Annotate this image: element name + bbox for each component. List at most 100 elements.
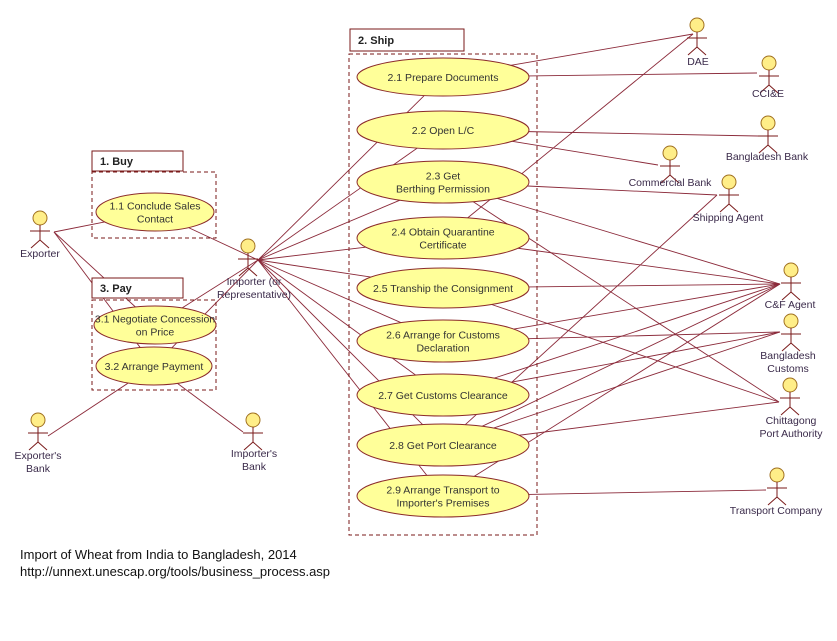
- use-case-label: 2.4 Obtain Quarantine: [391, 227, 494, 239]
- stick-figure-icon: [28, 412, 48, 451]
- actor-label: CCI&E: [752, 88, 784, 100]
- actor-transport_company[interactable]: Transport Company: [730, 467, 823, 517]
- use-case-ellipse[interactable]: [356, 110, 530, 150]
- use-case-ellipse[interactable]: [356, 474, 530, 518]
- use-case-ellipse[interactable]: [356, 160, 530, 204]
- association-exporter-uc11: [53, 221, 105, 233]
- caption-url[interactable]: http://unnext.unescap.org/tools/business…: [20, 564, 331, 579]
- use-case-ellipse[interactable]: [95, 346, 213, 386]
- caption: Import of Wheat from India to Bangladesh…: [20, 546, 330, 580]
- actor-label: Exporter's: [15, 450, 62, 462]
- association-lines: [47, 33, 781, 495]
- stick-figure-icon: [660, 145, 680, 184]
- use-case-label: 2.6 Arrange for Customs: [386, 330, 500, 342]
- association-uc28-cf_agent: [481, 283, 781, 427]
- association-importer-uc26: [257, 259, 402, 324]
- actor-label: Commercial Bank: [629, 177, 713, 189]
- use-case-label: Berthing Permission: [396, 184, 490, 196]
- use-case-uc21[interactable]: 2.1 Prepare Documents: [356, 57, 530, 97]
- group-title-box-pay: [91, 277, 184, 299]
- actor-label: Port Authority: [759, 428, 823, 440]
- use-case-ellipse[interactable]: [356, 319, 530, 363]
- actor-label: Bank: [26, 463, 51, 475]
- use-case-ellipse[interactable]: [356, 373, 530, 417]
- actor-label: Bangladesh Bank: [726, 151, 809, 163]
- association-importer-uc24: [257, 246, 366, 261]
- use-case-label: Certificate: [419, 240, 466, 252]
- actor-cf_agent[interactable]: C&F Agent: [765, 262, 816, 311]
- actor-commercial_bank[interactable]: Commercial Bank: [629, 145, 713, 189]
- actor-shipping_agent[interactable]: Shipping Agent: [693, 174, 764, 224]
- association-uc23-shipping_agent: [527, 185, 718, 196]
- group-boundary-buy: [91, 171, 217, 239]
- association-importer-uc31: [181, 259, 259, 309]
- group-boundary-ship: [348, 53, 538, 536]
- association-uc26-bangladesh_customs: [528, 331, 781, 340]
- use-case-uc28[interactable]: 2.8 Get Port Clearance: [356, 423, 530, 467]
- actor-label: Importer (or: [227, 276, 282, 288]
- use-case-uc25[interactable]: 2.5 Tranship the Consignment: [356, 267, 530, 309]
- actor-label: Bank: [242, 461, 267, 473]
- use-case-ellipse[interactable]: [356, 267, 530, 309]
- use-case-label: 2.3 Get: [426, 171, 461, 183]
- group-title-box-ship: [349, 28, 465, 52]
- use-case-label: 2.2 Open L/C: [412, 125, 475, 137]
- use-case-ellipse[interactable]: [356, 216, 530, 260]
- use-case-uc22[interactable]: 2.2 Open L/C: [356, 110, 530, 150]
- stick-figure-icon: [781, 262, 801, 301]
- actor-label: Bangladesh: [760, 350, 816, 362]
- actor-bangladesh_bank[interactable]: Bangladesh Bank: [726, 115, 809, 163]
- use-case-label: 2.1 Prepare Documents: [388, 72, 499, 84]
- group-boundaries: 1. Buy 2. Ship 3. Pay: [91, 28, 538, 536]
- stick-figure-icon: [759, 55, 779, 94]
- use-case-uc32[interactable]: 3.2 Arrange Payment: [95, 346, 213, 386]
- stick-figure-icon: [687, 17, 707, 56]
- association-uc26-cf_agent: [513, 283, 781, 330]
- association-uc28-bangladesh_customs: [493, 331, 781, 429]
- use-case-label: 1.1 Conclude Sales: [109, 201, 200, 213]
- stick-figure-icon: [758, 115, 778, 154]
- use-case-ellipse[interactable]: [356, 57, 530, 97]
- group-title-pay: 3. Pay: [100, 283, 133, 295]
- actor-label: Transport Company: [730, 505, 823, 517]
- use-case-ellipse[interactable]: [356, 423, 530, 467]
- association-uc27-bangladesh_customs: [511, 331, 781, 383]
- group-ship: 2. Ship: [348, 28, 538, 536]
- actor-exporter[interactable]: Exporter: [20, 210, 60, 260]
- association-uc22-commercial_bank: [512, 140, 659, 166]
- association-importer-uc11: [188, 227, 259, 261]
- use-case-ellipse[interactable]: [93, 305, 217, 345]
- use-case-uc27[interactable]: 2.7 Get Customs Clearance: [356, 373, 530, 417]
- stick-figure-icon: [243, 412, 263, 451]
- use-case-label: Importer's Premises: [396, 498, 489, 510]
- association-importers_bank-uc32: [177, 383, 244, 433]
- actor-ccie[interactable]: CCI&E: [752, 55, 784, 100]
- group-title-buy: 1. Buy: [100, 156, 134, 168]
- stick-figure-icon: [30, 210, 50, 249]
- association-uc22-bangladesh_bank: [528, 131, 759, 137]
- association-importer-uc23: [257, 199, 401, 261]
- use-case-label: Contact: [137, 214, 173, 226]
- use-case-label: 2.5 Tranship the Consignment: [373, 283, 513, 295]
- actor-label: Chittagong: [766, 415, 817, 427]
- group-pay: 3. Pay: [91, 277, 217, 391]
- actor-label: Exporter: [20, 248, 60, 260]
- actor-dae[interactable]: DAE: [687, 17, 709, 68]
- association-uc29-transport_company: [528, 489, 767, 495]
- actor-label: Customs: [767, 363, 808, 375]
- use-case-ellipse[interactable]: [95, 192, 215, 232]
